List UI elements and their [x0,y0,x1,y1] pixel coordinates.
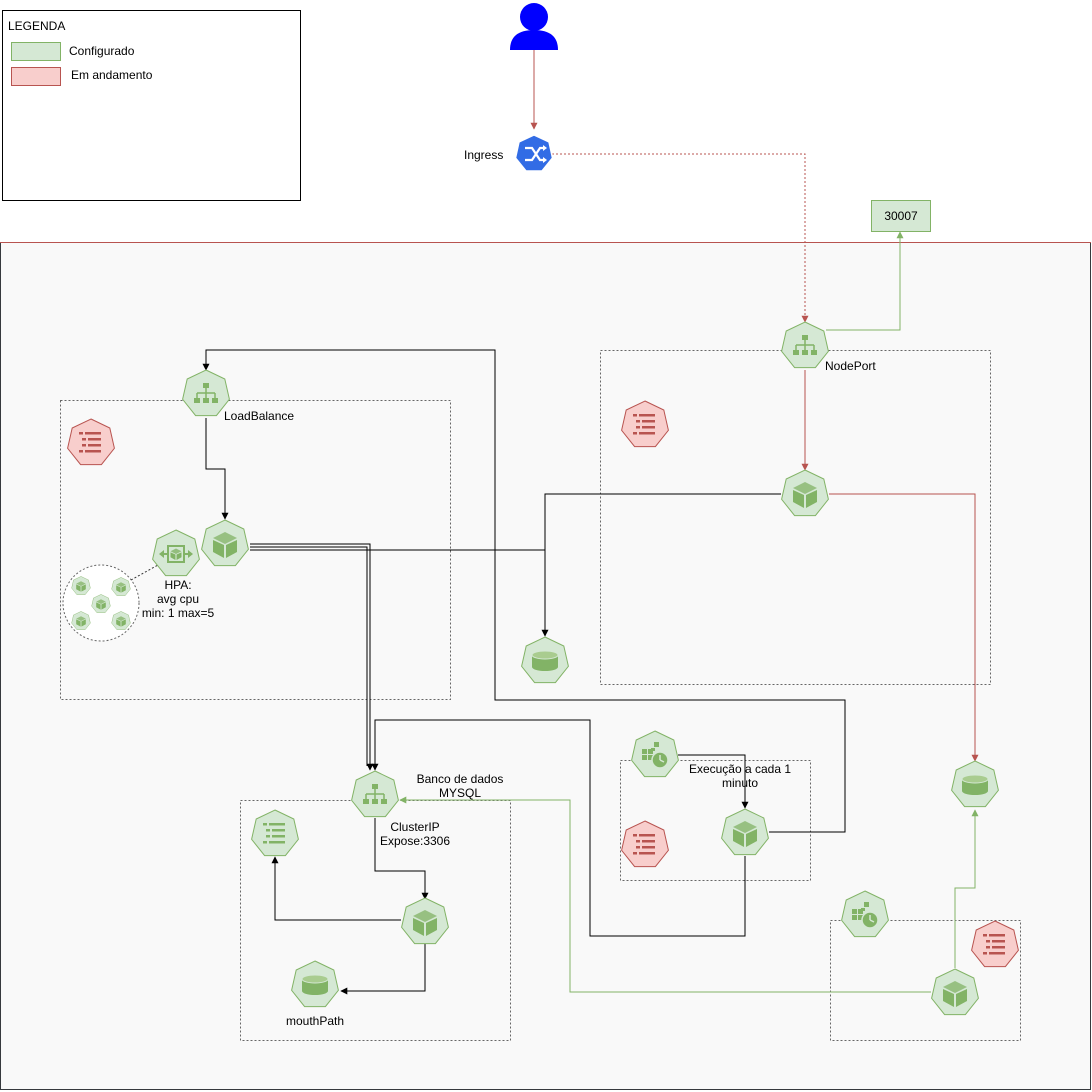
frontend-group [60,400,451,700]
legend-label-in-progress: Em andamento [71,68,153,82]
edge-cronjob-pod [678,754,749,809]
edge-pod2-volume [954,809,979,968]
nodeport-group [600,350,991,685]
edge-lb-pod [205,418,229,520]
cron-label-line1: Execução a cada 1 [688,762,792,776]
cron-label: Execução a cada 1 minuto [682,762,798,790]
edge-pod-volume-right [829,493,979,762]
ingress-icon [514,134,554,172]
edge-ingress-nodeport [552,153,809,323]
db-label-line1: Banco de dados [416,772,504,786]
edge-lbpod-clusterip [250,543,374,771]
mysql-group [240,800,511,1041]
hpa-label: HPA: avg cpu min: 1 max=5 [140,578,216,620]
ingress-label: Ingress [464,148,504,162]
cron-group [620,760,811,881]
nodeport-label: NodePort [825,359,876,373]
edge-mysqlpod-volume [340,944,426,995]
edge-pod-volume-center [541,493,781,637]
mouthpath-label: mouthPath [286,1014,345,1028]
edge-cronpod-clusterip [371,719,746,937]
edge-pod2-clusterip [399,796,931,993]
edge-mysqlpod-configmap [271,856,401,921]
user-icon [510,3,558,50]
edge-clusterip-pod [374,818,429,900]
hpa-label-line1: HPA: [164,578,192,592]
clusterip-label-line1: ClusterIP [390,820,440,834]
legend: LEGENDA Configurado Em andamento [2,10,301,201]
cron-label-line2: minuto [721,776,759,790]
clusterip-label-line2: Expose:3306 [379,834,451,848]
legend-title: LEGENDA [8,19,66,33]
legend-swatch-configured [11,42,61,61]
edge-cronpod-loadbalance [202,349,846,833]
cron2-group [830,920,1021,1041]
legend-swatch-in-progress [11,67,61,86]
db-label: Banco de dados MYSQL [402,772,518,800]
db-label-line2: MYSQL [438,786,481,800]
hpa-label-line3: min: 1 max=5 [141,606,215,620]
edge-nodeport-port [826,231,904,331]
loadbalance-label: LoadBalance [224,409,295,423]
clusterip-label: ClusterIP Expose:3306 [374,820,456,848]
legend-label-configured: Configurado [69,44,135,58]
port-30007: 30007 [871,200,931,232]
hpa-label-line2: avg cpu [156,592,200,606]
